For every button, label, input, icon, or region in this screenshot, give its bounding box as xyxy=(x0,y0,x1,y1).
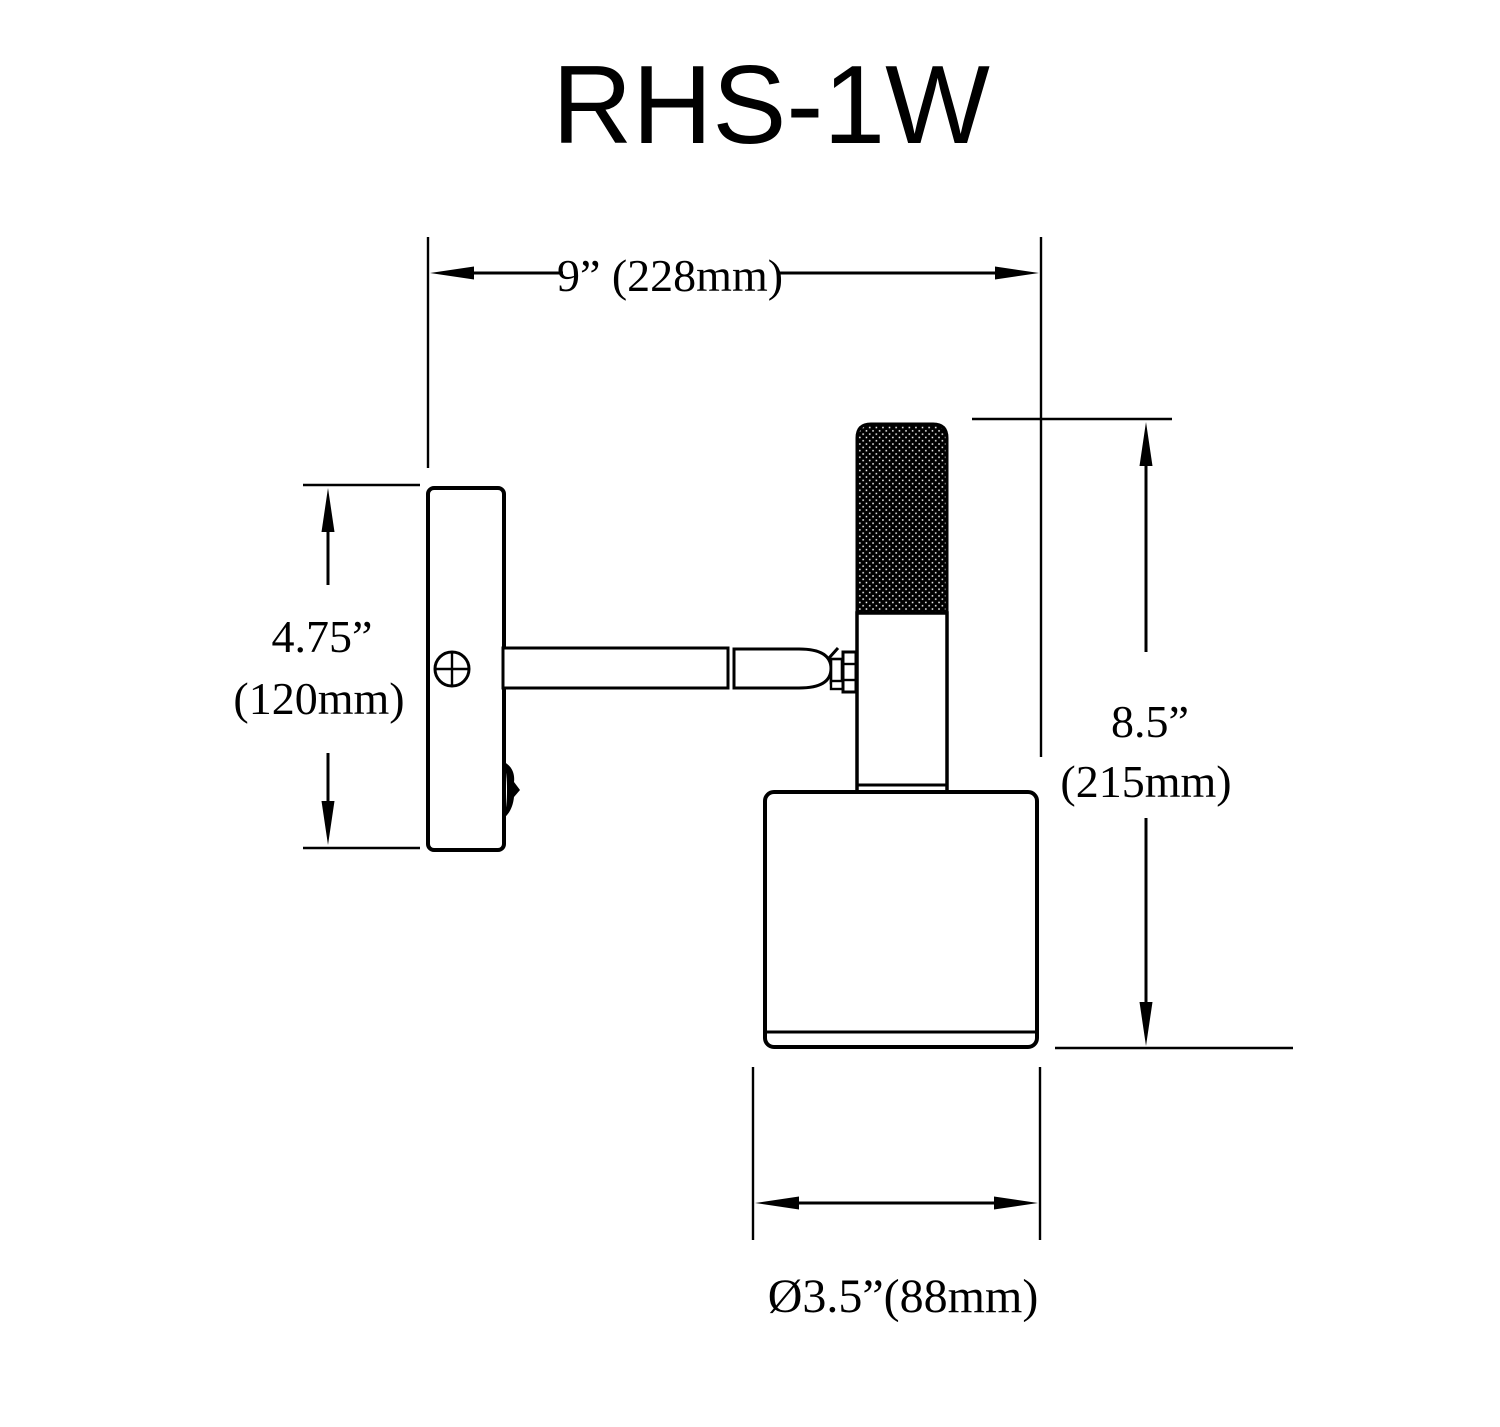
arrow-left-icon xyxy=(430,266,474,280)
arrow-right-icon xyxy=(994,1196,1038,1210)
sconce-fixture-drawing xyxy=(426,422,1039,1049)
shade-diameter-label: Ø3.5”(88mm) xyxy=(768,1270,1039,1323)
stem-body xyxy=(855,611,949,794)
fixture-height-imperial-label: 8.5” xyxy=(1111,696,1189,747)
dimension-arm-projection: 9” (228mm) xyxy=(426,237,1043,757)
backplate-height-imperial-label: 4.75” xyxy=(272,611,373,662)
stem xyxy=(855,422,949,794)
arm-projection-label: 9” (228mm) xyxy=(557,250,783,301)
knurled-grip xyxy=(855,422,949,615)
swivel-arm xyxy=(501,646,833,690)
mounting-screw-icon xyxy=(433,650,471,688)
arrow-down-icon xyxy=(1139,1002,1153,1046)
arrow-down-icon xyxy=(321,801,335,845)
arrow-up-icon xyxy=(321,488,335,532)
cylinder-shade xyxy=(763,790,1039,1049)
dimension-fixture-height: 8.5” (215mm) xyxy=(972,417,1293,1050)
arrow-right-icon xyxy=(995,266,1039,280)
backplate-height-metric-label: (120mm) xyxy=(233,673,404,724)
fixture-height-metric-label: (215mm) xyxy=(1060,756,1231,807)
arrow-up-icon xyxy=(1139,422,1153,466)
model-number-title: RHS-1W xyxy=(552,43,990,167)
dimension-backplate-height: 4.75” (120mm) xyxy=(233,483,420,850)
adjustment-joint xyxy=(827,646,890,694)
toggle-switch xyxy=(504,762,520,818)
dimension-shade-diameter: Ø3.5”(88mm) xyxy=(751,1067,1042,1323)
arrow-left-icon xyxy=(755,1196,799,1210)
